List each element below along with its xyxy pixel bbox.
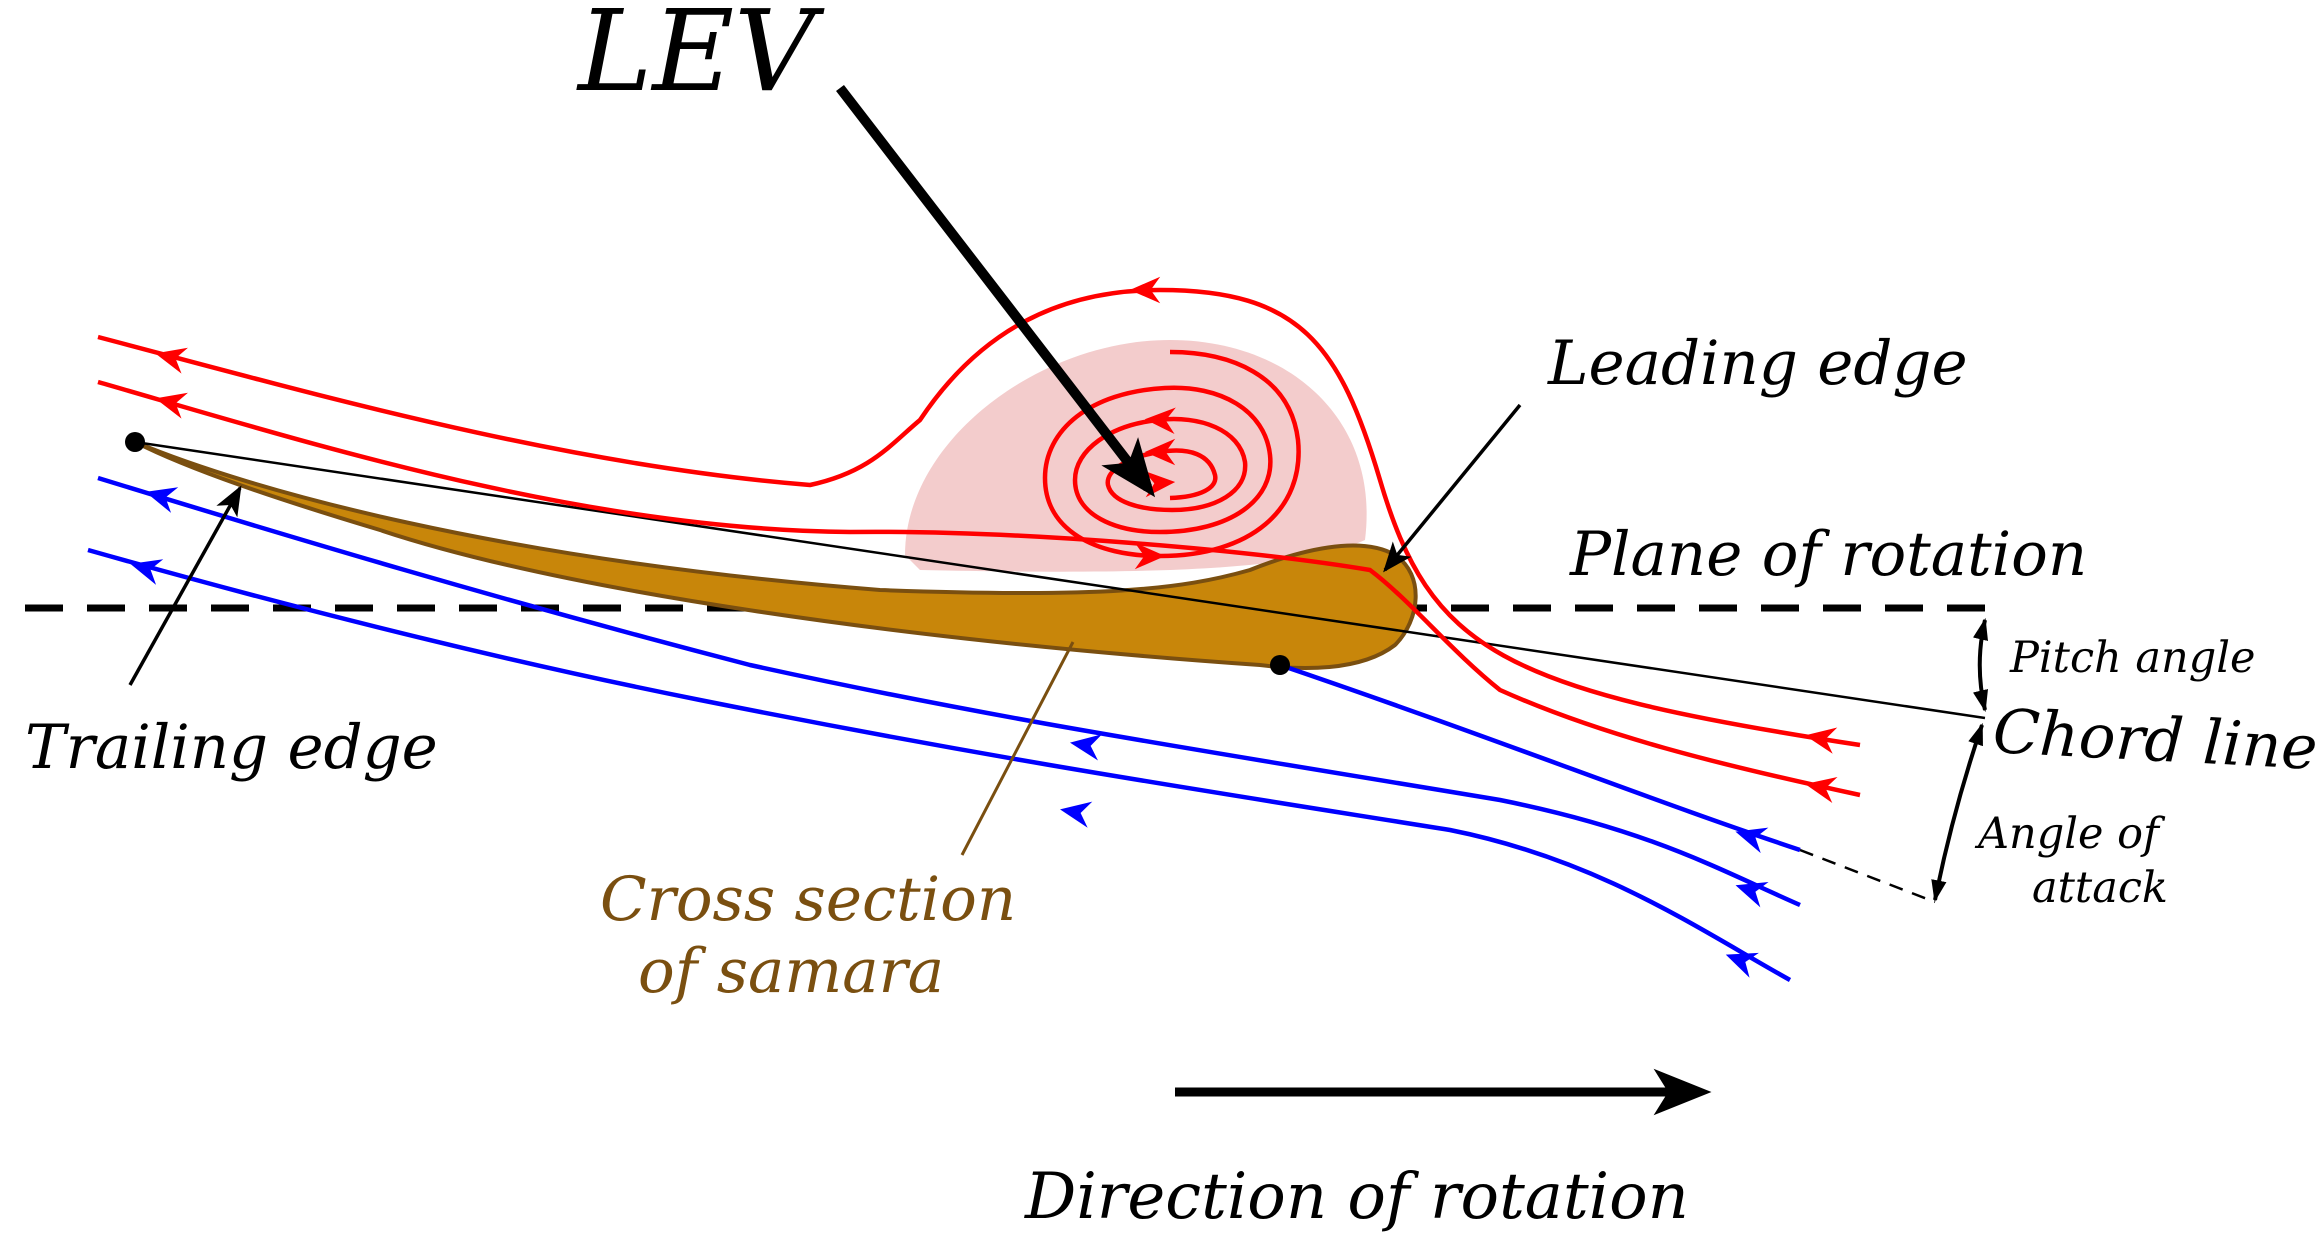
plane-of-rotation-label: Plane of rotation bbox=[1569, 519, 2087, 590]
angle-of-attack-label-line1: Angle of bbox=[1974, 809, 2166, 859]
blue-streamline-1 bbox=[1279, 662, 1801, 853]
leading-edge-label: Leading edge bbox=[1547, 328, 1968, 399]
blue-arrow bbox=[1060, 801, 1093, 828]
samara-cross-section bbox=[133, 440, 1418, 671]
blue-arrow bbox=[1069, 734, 1103, 761]
red-streamline-inner bbox=[97, 379, 1861, 798]
direction-of-rotation-label: Direction of rotation bbox=[1024, 1160, 1689, 1234]
chord-line-label: Chord line bbox=[1991, 696, 2319, 784]
lev-label: LEV bbox=[576, 0, 825, 117]
blue-streamline-2 bbox=[97, 475, 1801, 908]
trailing-edge-pointer bbox=[128, 485, 242, 686]
cross-section-label-line1: Cross section bbox=[600, 864, 1016, 935]
trailing-edge-label: Trailing edge bbox=[25, 712, 438, 783]
leading-edge-pointer bbox=[1383, 403, 1522, 573]
blue-streamline-extension bbox=[1799, 848, 1936, 904]
pitch-angle-label: Pitch angle bbox=[2009, 633, 2255, 683]
cross-section-leader bbox=[960, 641, 1075, 856]
red-streamline-outer bbox=[97, 287, 1861, 748]
blue-streamline-3 bbox=[87, 547, 1792, 982]
lev-pointer-arrow bbox=[836, 84, 1156, 498]
trailing-edge-point bbox=[125, 432, 145, 452]
angle-of-attack-arc bbox=[1931, 722, 1984, 903]
pitch-angle-arc bbox=[1973, 617, 1989, 713]
chord-line bbox=[134, 440, 1986, 720]
leading-edge-point bbox=[1270, 655, 1290, 675]
cross-section-label-line2: of samara bbox=[638, 936, 944, 1007]
angle-of-attack-label-line2: attack bbox=[2032, 863, 2168, 913]
